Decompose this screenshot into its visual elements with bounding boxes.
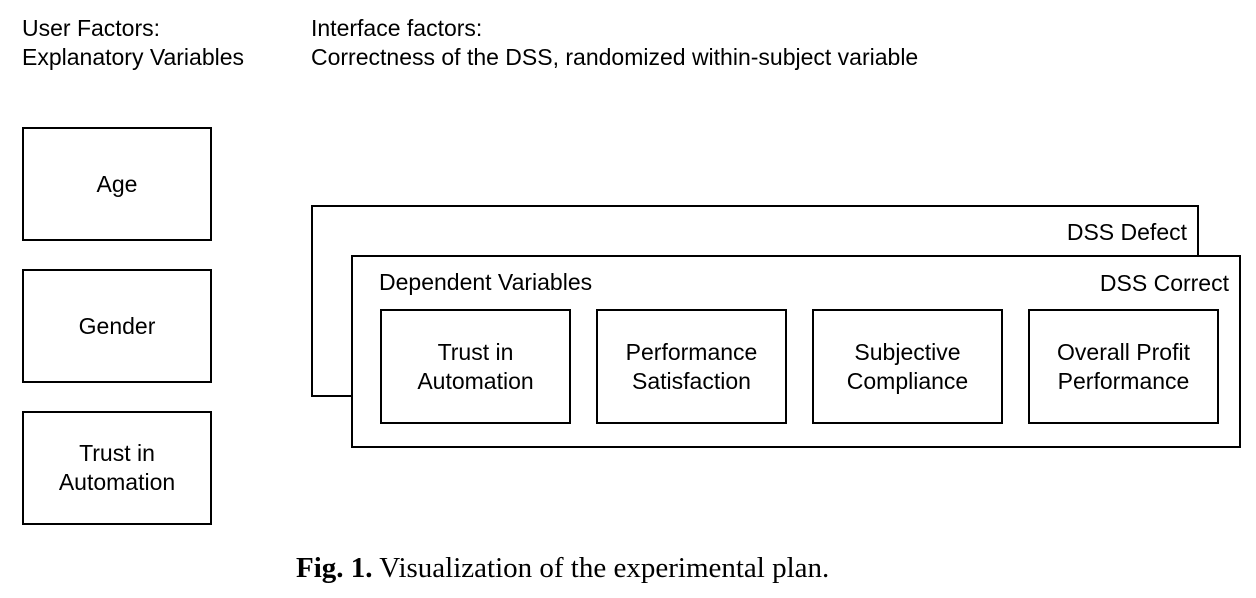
- user-factors-title: User Factors:: [22, 15, 161, 41]
- interface-factors-title: Interface factors:: [311, 15, 483, 41]
- dependent-variables-title: Dependent Variables: [379, 269, 593, 295]
- dependent-variable-box-trust: Trust in Automation: [380, 309, 571, 424]
- interface-factors-subtitle: Correctness of the DSS, randomized withi…: [311, 44, 919, 70]
- explanatory-variable-label: Age: [96, 170, 138, 197]
- dss-correct-label: DSS Correct: [1099, 270, 1229, 296]
- dependent-variable-box-compliance: Subjective Compliance: [812, 309, 1003, 424]
- dependent-variable-box-performance: Performance Satisfaction: [596, 309, 787, 424]
- dependent-variable-box-profit: Overall Profit Performance: [1028, 309, 1219, 424]
- dependent-variable-label: Overall Profit Performance: [1057, 338, 1190, 394]
- figure-caption: Fig. 1. Visualization of the experimenta…: [296, 552, 829, 585]
- dependent-variable-label: Performance Satisfaction: [625, 338, 758, 394]
- dependent-variable-label: Trust in Automation: [417, 338, 534, 394]
- figure-caption-text: Visualization of the experimental plan.: [372, 552, 830, 584]
- explanatory-variable-box-age: Age: [22, 127, 212, 241]
- dependent-variable-label: Subjective Compliance: [846, 338, 969, 394]
- explanatory-variable-label: Gender: [78, 312, 156, 339]
- interface-factors-header: Interface factors: Correctness of the DS…: [311, 14, 918, 72]
- explanatory-variable-box-trust: Trust in Automation: [22, 411, 212, 525]
- user-factors-subtitle: Explanatory Variables: [22, 44, 245, 70]
- figure-caption-prefix: Fig. 1.: [296, 552, 373, 584]
- explanatory-variable-label: Trust in Automation: [58, 440, 176, 495]
- dss-defect-label: DSS Defect: [1066, 219, 1187, 245]
- user-factors-header: User Factors: Explanatory Variables: [22, 14, 244, 72]
- explanatory-variable-box-gender: Gender: [22, 269, 212, 383]
